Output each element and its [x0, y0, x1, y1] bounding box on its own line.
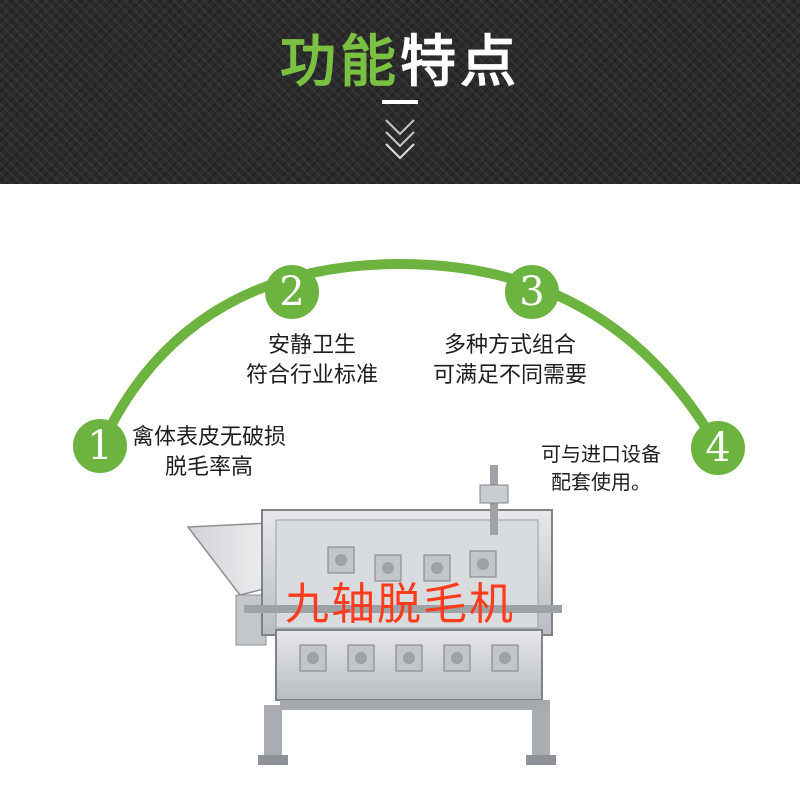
feature-number-3: 3 [505, 265, 559, 319]
feature-number-1: 1 [73, 419, 127, 473]
feature-4-line2: 配套使用。 [551, 470, 651, 494]
feature-2-line1: 安静卫生 [268, 333, 357, 358]
feature-text-2: 安静卫生 符合行业标准 [246, 331, 378, 391]
feature-1-line2: 脱毛率高 [165, 455, 254, 480]
feature-text-4: 可与进口设备 配套使用。 [541, 440, 661, 496]
title-green-part: 功能 [280, 30, 400, 95]
feature-3-line1: 多种方式组合 [444, 333, 577, 358]
title-underline [382, 100, 418, 104]
feature-2-line2: 符合行业标准 [246, 363, 379, 388]
feature-4-line1: 可与进口设备 [541, 442, 661, 466]
chevron-down-icon [385, 119, 415, 160]
product-label: 九轴脱毛机 [285, 579, 515, 630]
feature-text-3: 多种方式组合 可满足不同需要 [433, 331, 587, 391]
page-title: 功能特点 [0, 28, 800, 98]
feature-1-line1: 禽体表皮无破损 [132, 425, 287, 450]
machine-illustration [186, 465, 562, 765]
title-white-part: 特点 [400, 30, 520, 95]
feature-3-line2: 可满足不同需要 [433, 363, 588, 388]
feature-number-2: 2 [265, 265, 319, 319]
feature-text-1: 禽体表皮无破损 脱毛率高 [132, 423, 286, 483]
feature-number-4: 4 [691, 421, 745, 475]
header-banner: 功能特点 [0, 0, 800, 184]
feature-arc [95, 258, 723, 453]
